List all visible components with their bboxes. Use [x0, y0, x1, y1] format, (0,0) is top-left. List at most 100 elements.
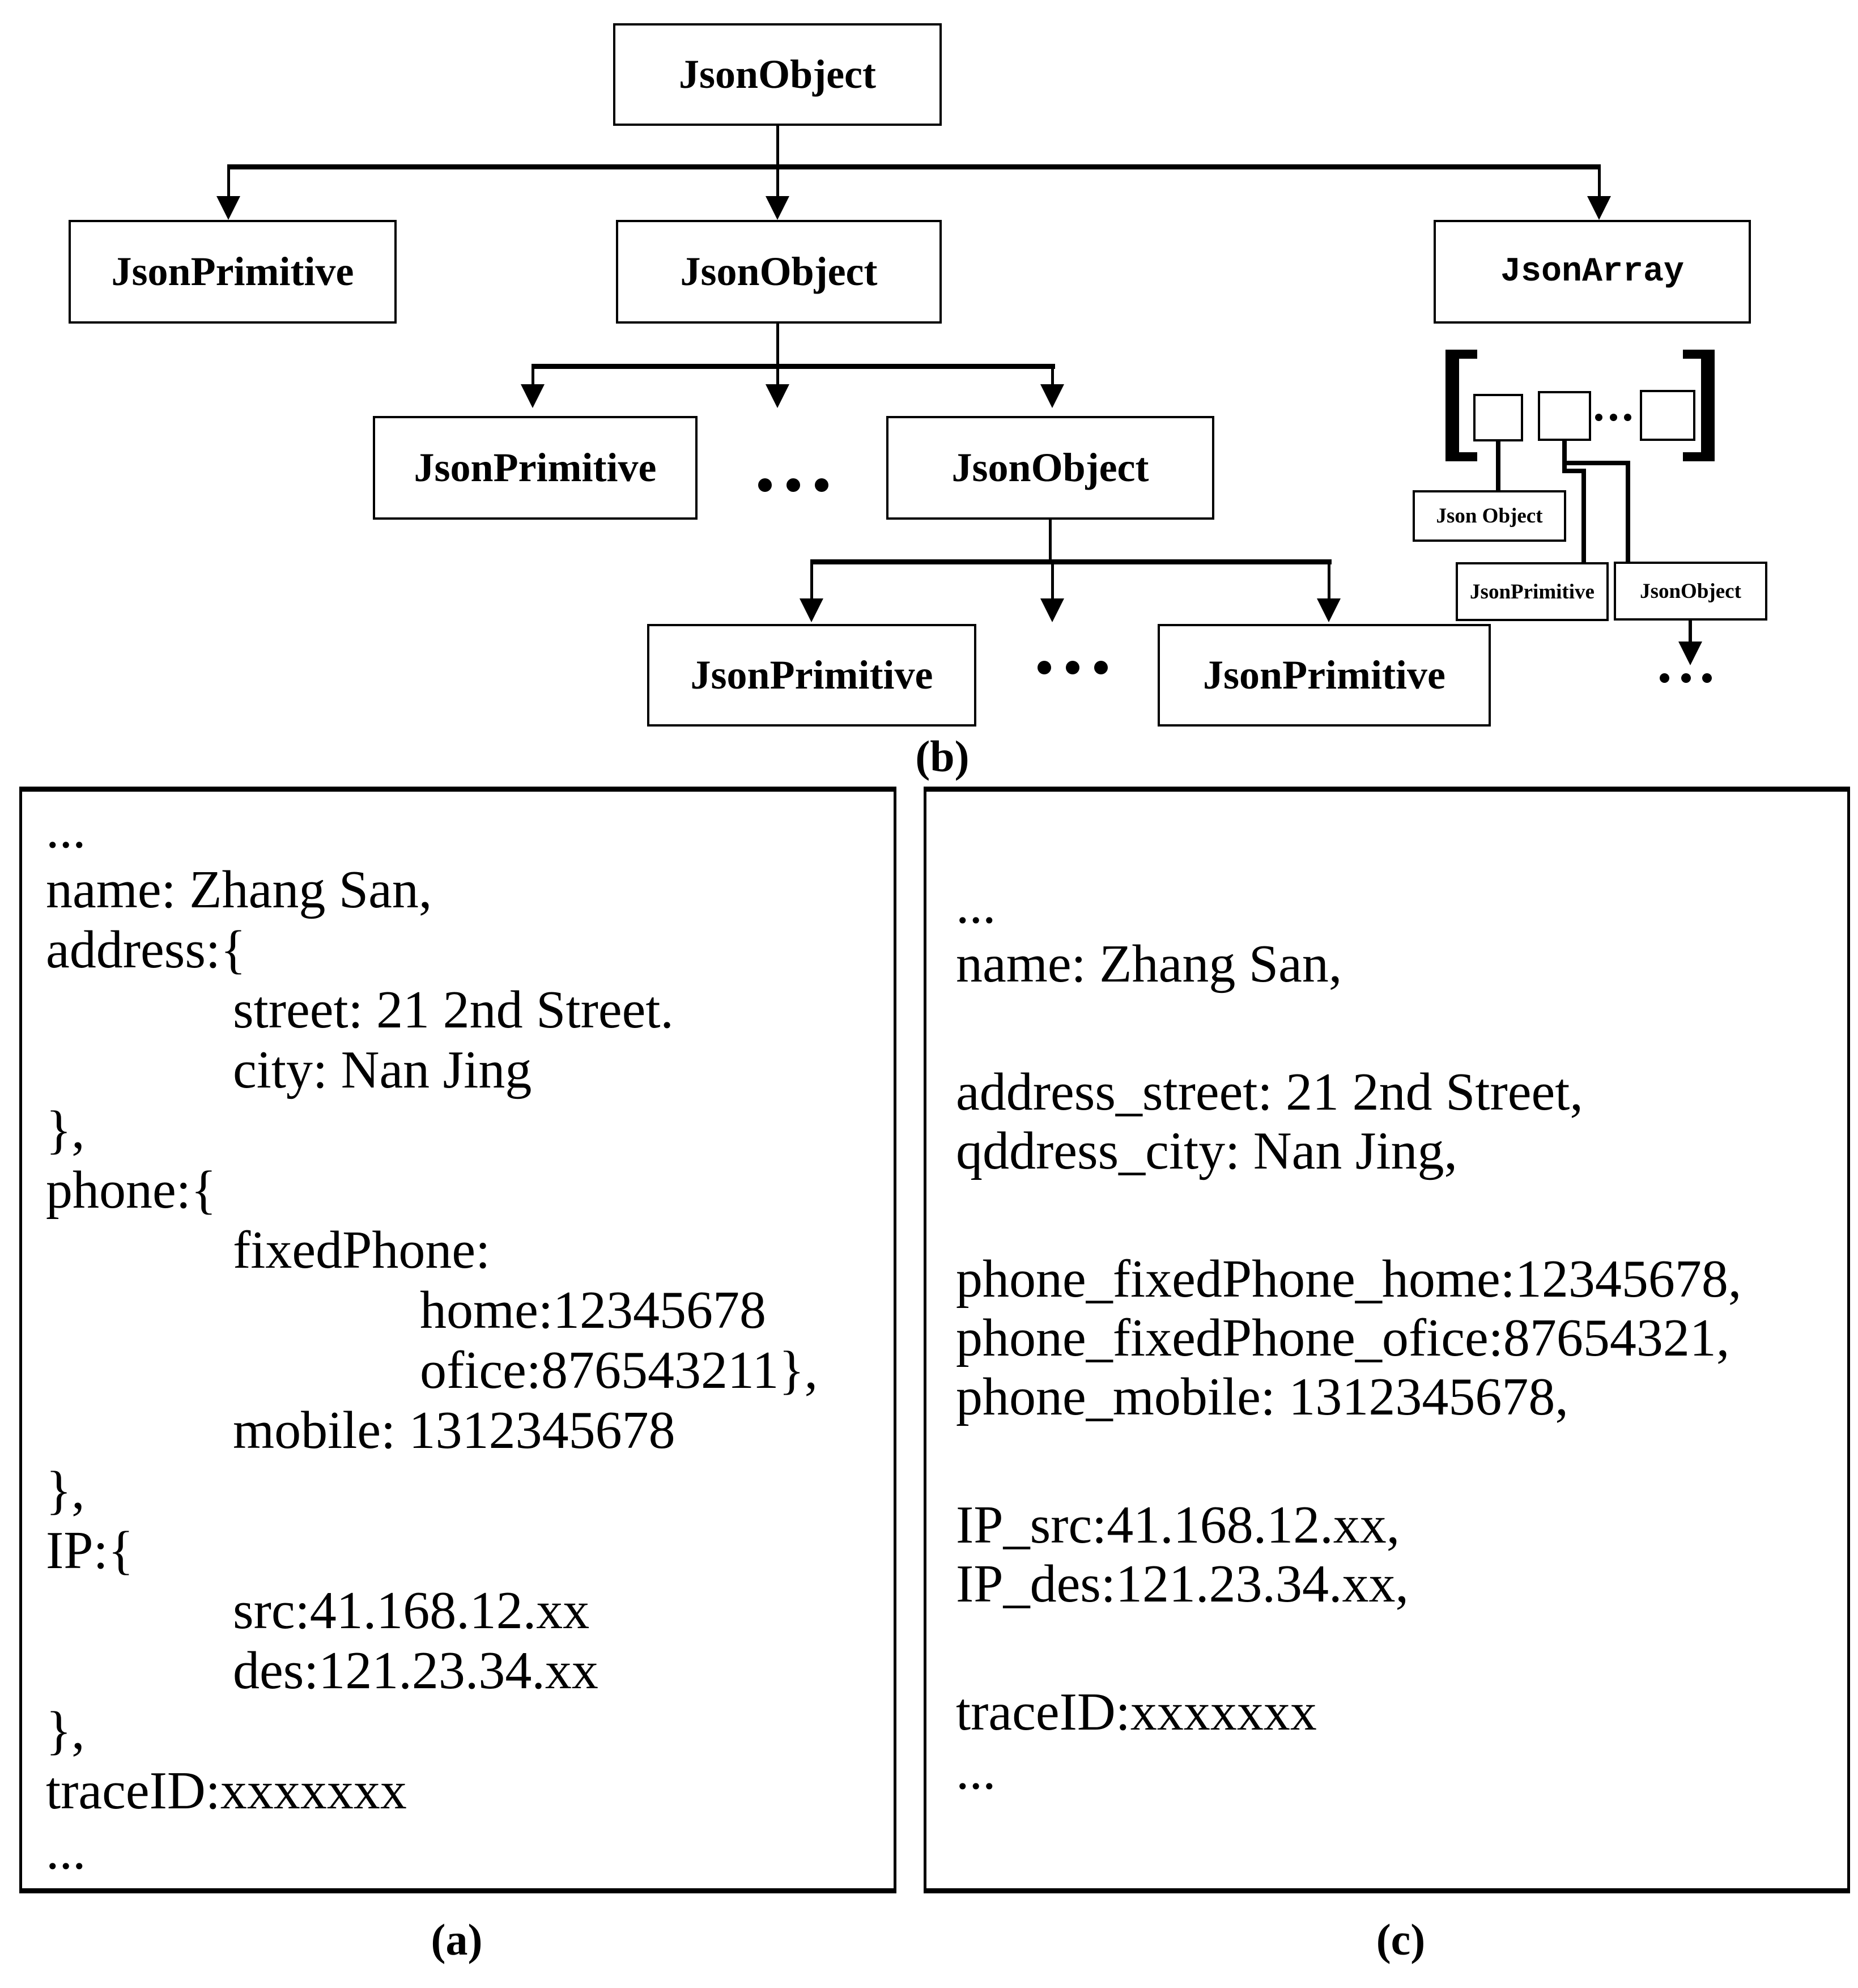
code-line: ...	[46, 1821, 86, 1880]
connector-square1-to-jsonobject	[1496, 440, 1500, 492]
l4-jsonprimitive-b-label: JsonPrimitive	[1203, 652, 1445, 698]
l3-jsonprimitive-box: JsonPrimitive	[373, 416, 698, 520]
l4-jsonprimitive-b-box: JsonPrimitive	[1158, 624, 1491, 727]
code-line: phone_fixedPhone_ofice:87654321,	[956, 1309, 1730, 1367]
code-line: phone_mobile: 1312345678,	[956, 1367, 1568, 1426]
code-line: phone:{	[46, 1161, 216, 1220]
code-line: traceID:xxxxxxx	[956, 1683, 1317, 1741]
code-line: },	[46, 1101, 85, 1159]
connector-level2-stem-left	[532, 367, 534, 387]
arrowhead-to-l2-object	[766, 196, 789, 220]
connector-l2object-stem	[776, 324, 779, 366]
subfigure-b-label: (b)	[915, 732, 970, 781]
connector-level2-stem-right	[1051, 367, 1054, 387]
array-child-jsonobject-box: Json Object	[1413, 490, 1566, 542]
arrowhead-to-l4-primitive-a	[800, 598, 823, 622]
code-line: },	[46, 1461, 85, 1520]
code-line: src:41.168.12.xx	[233, 1581, 590, 1640]
connector-square2-jog	[1562, 469, 1586, 473]
code-line: ...	[956, 1741, 996, 1800]
arrowhead-to-l4-ellipsis	[1040, 598, 1064, 622]
code-line: address_street: 21 2nd Street,	[956, 1063, 1583, 1122]
tree-root-label: JsonObject	[679, 52, 876, 97]
l3-jsonobject-box: JsonObject	[886, 416, 1214, 520]
code-line: mobile: 1312345678	[233, 1401, 675, 1460]
l4-jsonprimitive-a-box: JsonPrimitive	[647, 624, 976, 727]
l3-ellipsis-icon	[758, 478, 828, 492]
tree-root-jsonobject-box: JsonObject	[613, 23, 942, 126]
code-line: phone_fixedPhone_home:12345678,	[956, 1250, 1742, 1309]
code-line: street: 21 2nd Street.	[233, 980, 674, 1039]
connector-level1-stem-left	[227, 168, 230, 199]
l2-jsonprimitive-box: JsonPrimitive	[69, 220, 397, 324]
arrowhead-to-l2-primitive	[216, 196, 240, 220]
connector-to-jsonobject2	[1626, 461, 1630, 564]
code-line	[956, 1180, 1847, 1250]
array-ellipsis-icon	[1595, 414, 1631, 421]
array-child-jsonobject2-box: JsonObject	[1614, 562, 1767, 621]
panel-c-code-box: ... name: Zhang San, address_street: 21 …	[924, 787, 1850, 1893]
l2-jsonobject-label: JsonObject	[680, 249, 878, 294]
subfigure-c-label: (c)	[1376, 1915, 1426, 1964]
connector-level2-stem-mid	[776, 367, 779, 387]
code-line: city: Nan Jing	[233, 1040, 532, 1099]
arrowhead-to-l3-primitive	[521, 384, 545, 408]
code-line	[956, 1613, 1847, 1683]
arrowhead-to-l3-ellipsis	[766, 384, 789, 408]
connector-square2-horizontal	[1562, 461, 1630, 465]
code-line: name: Zhang San,	[956, 934, 1342, 993]
connector-level3-stem-right	[1328, 563, 1330, 600]
l3-jsonprimitive-label: JsonPrimitive	[414, 445, 657, 490]
array-item-square-2	[1538, 391, 1591, 441]
connector-level3-stem-mid	[1051, 563, 1054, 600]
connector-square2-stem	[1562, 439, 1567, 473]
code-line: ofice:876543211},	[420, 1341, 818, 1400]
code-line: qddress_city: Nan Jing,	[956, 1122, 1458, 1180]
code-line	[956, 1426, 1847, 1496]
code-line	[956, 993, 1847, 1063]
connector-root-stem	[776, 126, 779, 166]
arrowhead-to-l4-primitive-b	[1317, 598, 1341, 622]
array-child-jsonprimitive-label: JsonPrimitive	[1470, 580, 1595, 604]
code-line: IP_src:41.168.12.xx,	[956, 1496, 1400, 1554]
code-line: name: Zhang San,	[46, 860, 432, 919]
l4-jsonprimitive-a-label: JsonPrimitive	[690, 652, 933, 698]
code-line: traceID:xxxxxxx	[46, 1761, 407, 1820]
code-line: des:121.23.34.xx	[233, 1641, 598, 1700]
code-line: IP_des:121.23.34.xx,	[956, 1554, 1409, 1613]
array-close-bracket-icon	[1683, 350, 1715, 461]
l3-jsonobject-label: JsonObject	[951, 445, 1149, 490]
l2-jsonarray-box: JsonArray	[1434, 220, 1751, 324]
l2-jsonobject-box: JsonObject	[616, 220, 942, 324]
panel-a-code-box: ... name: Zhang San, address:{ street: 2…	[19, 787, 896, 1893]
connector-l3object-stem	[1049, 520, 1052, 561]
array-child-jsonobject2-label: JsonObject	[1640, 579, 1741, 603]
connector-level3-stem-left	[810, 563, 813, 600]
subfigure-a-label: (a)	[431, 1915, 483, 1964]
arrowhead-to-l3-object	[1040, 384, 1064, 408]
array-item-square-3	[1640, 390, 1695, 441]
l2-jsonprimitive-label: JsonPrimitive	[111, 249, 354, 294]
l2-jsonarray-label: JsonArray	[1500, 252, 1685, 291]
array-child-jsonobject-label: Json Object	[1436, 504, 1543, 528]
code-line: IP:{	[46, 1521, 134, 1580]
arrowhead-to-l2-array	[1587, 196, 1611, 220]
code-line: home:12345678	[420, 1281, 766, 1340]
code-line: address:{	[46, 920, 246, 979]
connector-level1-stem-mid	[776, 168, 779, 199]
connector-level1-stem-right	[1598, 168, 1601, 199]
code-line: ...	[956, 876, 996, 934]
array-item-square-1	[1473, 394, 1523, 441]
connector-jsonobject2-stem	[1689, 621, 1692, 643]
arrowhead-jsonobject2-children	[1678, 642, 1702, 665]
connector-level3-bar	[810, 559, 1332, 564]
jsonobject2-ellipsis-icon	[1660, 673, 1712, 683]
l4-ellipsis-icon	[1038, 661, 1108, 674]
array-open-bracket-icon	[1445, 350, 1477, 461]
array-child-jsonprimitive-box: JsonPrimitive	[1456, 562, 1609, 621]
code-line: ...	[46, 800, 86, 859]
code-line: },	[46, 1701, 85, 1760]
connector-to-jsonprimitive	[1581, 469, 1586, 564]
connector-level2-bar	[532, 364, 1055, 369]
